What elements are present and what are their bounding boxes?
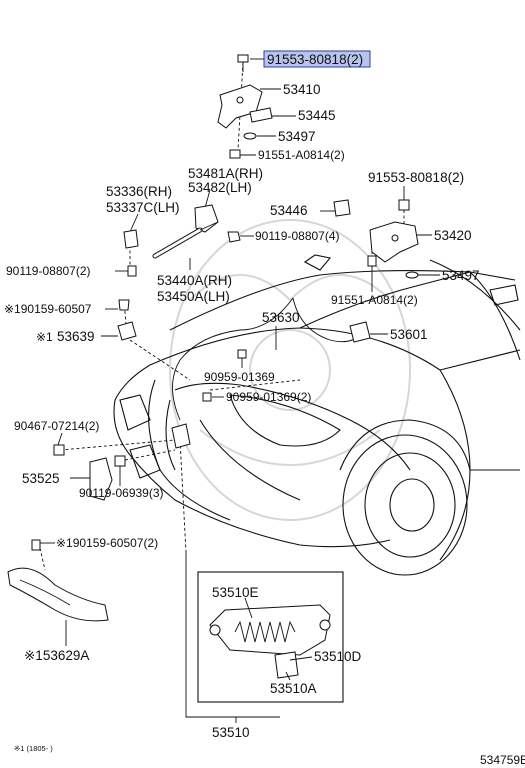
label-53445[interactable]: 53445 <box>298 108 336 123</box>
watermark <box>169 219 411 521</box>
label-90959-01369-2[interactable]: 90959-01369(2) <box>226 390 311 404</box>
label-91551-A0814-left[interactable]: 91551-A0814(2) <box>258 148 345 162</box>
label-53337C[interactable]: 53337C(LH) <box>106 200 180 215</box>
label-53510[interactable]: 53510 <box>212 725 250 740</box>
label-90159-60507-upper[interactable]: ※190159-60507 <box>4 302 92 316</box>
label-53510A[interactable]: 53510A <box>270 681 317 696</box>
label-53450A[interactable]: 53450A(LH) <box>157 289 230 304</box>
label-91551-A0814-right[interactable]: 91551-A0814(2) <box>331 293 418 307</box>
label-90119-08807-4[interactable]: 90119-08807(4) <box>255 229 340 243</box>
label-53497-right[interactable]: 53497 <box>442 268 480 283</box>
footnote: ※1 (1805- ) <box>14 744 53 753</box>
label-53510D[interactable]: 53510D <box>314 649 362 664</box>
label-90959-01369[interactable]: 90959-01369 <box>204 370 275 384</box>
label-53482[interactable]: 53482(LH) <box>188 180 252 195</box>
label-53525[interactable]: 53525 <box>22 471 60 486</box>
label-53410[interactable]: 53410 <box>283 82 321 97</box>
marker-1: ※1 <box>36 330 53 344</box>
label-53510E[interactable]: 53510E <box>212 585 259 600</box>
label-53420[interactable]: 53420 <box>434 228 472 243</box>
label-53497-left[interactable]: 53497 <box>278 129 316 144</box>
label-53629A[interactable]: ※153629A <box>24 648 89 663</box>
diagram-code: 534759B <box>480 753 525 767</box>
label-91553-80818-top[interactable]: 91553-80818(2) <box>267 52 363 67</box>
label-91553-80818-right[interactable]: 91553-80818(2) <box>368 170 464 185</box>
label-53440A[interactable]: 53440A(RH) <box>157 273 232 288</box>
label-90159-60507-lower[interactable]: ※190159-60507(2) <box>56 536 158 550</box>
callout-labels: 91553-80818(2) 53410 53445 53497 91551-A… <box>4 50 525 767</box>
leader-lines <box>40 58 440 723</box>
label-53630[interactable]: 53630 <box>262 310 300 325</box>
vehicle-front-outline <box>113 254 521 576</box>
label-53639[interactable]: 53639 <box>57 329 95 344</box>
label-90467-07214[interactable]: 90467-07214(2) <box>14 419 99 433</box>
highlighted-part-box <box>263 50 371 68</box>
label-53336[interactable]: 53336(RH) <box>106 184 172 199</box>
label-90119-08807-2[interactable]: 90119-08807(2) <box>6 264 91 278</box>
label-53601[interactable]: 53601 <box>390 327 428 342</box>
label-53446[interactable]: 53446 <box>270 203 308 218</box>
part-shapes <box>7 54 419 622</box>
detail-inset <box>197 571 344 703</box>
label-53481A[interactable]: 53481A(RH) <box>188 166 263 181</box>
label-90119-06939[interactable]: 90119-06939(3) <box>79 486 164 500</box>
